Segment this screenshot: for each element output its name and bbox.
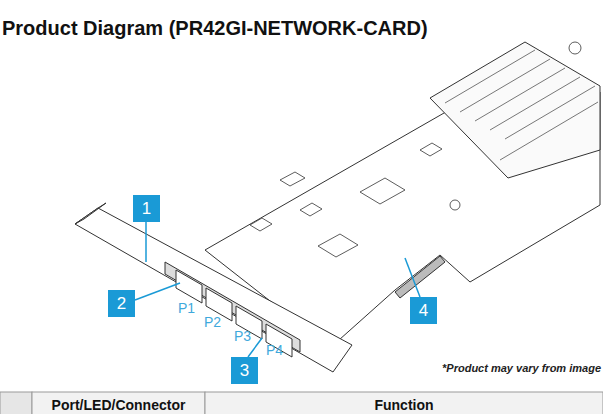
port-label: P3	[234, 328, 251, 344]
rj45-ports	[176, 270, 292, 357]
component	[300, 203, 322, 216]
callout-number: 1	[142, 199, 151, 219]
port-label: P1	[178, 300, 195, 316]
fin-line	[475, 68, 565, 121]
fin-line	[500, 102, 598, 160]
table-cell	[32, 392, 205, 414]
leader-lines	[135, 222, 420, 357]
chip	[360, 178, 405, 204]
leader-line	[405, 258, 420, 297]
table-header-cell: Port/LED/Connector	[32, 397, 205, 413]
chip	[318, 234, 358, 257]
callout-box: 4	[410, 297, 437, 324]
component	[250, 218, 272, 231]
rj45-port	[176, 270, 202, 303]
fin-line	[505, 86, 595, 139]
callout-number: 3	[240, 361, 249, 381]
fin-line	[445, 50, 535, 103]
heatsink	[430, 42, 600, 178]
component	[420, 143, 442, 156]
table-header	[0, 392, 603, 414]
table-cell	[205, 392, 603, 414]
callout-box: 2	[108, 290, 135, 317]
leader-line	[145, 222, 147, 262]
component	[280, 172, 305, 186]
callout-number: 4	[419, 301, 428, 321]
fin-line	[460, 59, 550, 112]
port-label: P4	[266, 342, 283, 358]
rj45-port	[266, 324, 292, 357]
mount-hole	[569, 42, 581, 54]
disclaimer-note: *Product may vary from image	[442, 362, 601, 374]
callout-box: 3	[231, 357, 258, 384]
component	[450, 200, 460, 210]
bracket-flap	[75, 203, 106, 224]
callout-box: 1	[133, 195, 160, 222]
table-cell	[0, 392, 32, 414]
heatsink-fins	[445, 50, 598, 160]
leader-line	[135, 283, 180, 300]
pcb-components	[250, 42, 581, 257]
bracket-plate	[75, 208, 352, 372]
table-header-cell: Function	[205, 397, 603, 413]
gold-fingers	[395, 256, 445, 298]
port-label: P2	[204, 314, 221, 330]
fin-line	[490, 77, 580, 130]
diagram-title: Product Diagram (PR42GI-NETWORK-CARD)	[2, 17, 428, 40]
callout-number: 2	[117, 294, 126, 314]
